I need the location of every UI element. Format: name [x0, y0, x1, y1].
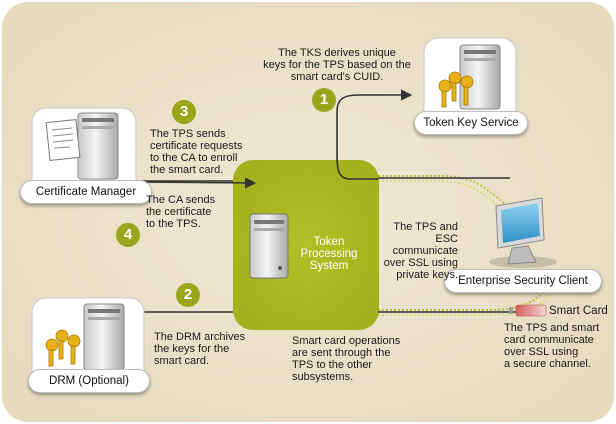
arrow-ca-to-tps: [139, 177, 257, 189]
note-operations: Smart card operations are sent through t…: [292, 335, 401, 383]
step-1-badge: 1: [312, 88, 336, 112]
monitor-icon: [489, 197, 557, 268]
note-drm: The DRM archives the keys for the smart …: [154, 331, 246, 367]
note-ca-sends: The CA sends the certificate to the TPS.: [146, 194, 216, 230]
note-enroll: The TPS sends certificate requests to th…: [150, 128, 243, 176]
arrow-tps-to-tks: [336, 89, 413, 180]
step-2-badge: 2: [176, 283, 200, 307]
smart-card-label: Smart Card: [549, 305, 608, 317]
step-3-badge: 3: [172, 100, 196, 124]
certificate-manager-label: Certificate Manager: [20, 180, 152, 204]
tks-label: Token Key Service: [414, 111, 528, 135]
note-tps-esc: The TPS and ESC communicate over SSL usi…: [383, 221, 458, 281]
drm-label: DRM (Optional): [28, 369, 150, 393]
certificate-manager-icon: [31, 107, 137, 195]
tps-label: Token Processing System: [300, 236, 358, 272]
drm-server-icon: [31, 297, 145, 391]
esc-label: Enterprise Security Client: [444, 269, 602, 293]
note-tks: The TKS derives unique keys for the TPS …: [263, 47, 411, 83]
smart-card-icon: [515, 304, 547, 317]
smart-card-chip: [509, 307, 513, 314]
step-4-badge: 4: [116, 223, 140, 247]
note-smart-card: The TPS and smart card communicate over …: [504, 322, 600, 370]
tps-server-icon: [249, 213, 289, 279]
tps-box: [233, 160, 379, 330]
